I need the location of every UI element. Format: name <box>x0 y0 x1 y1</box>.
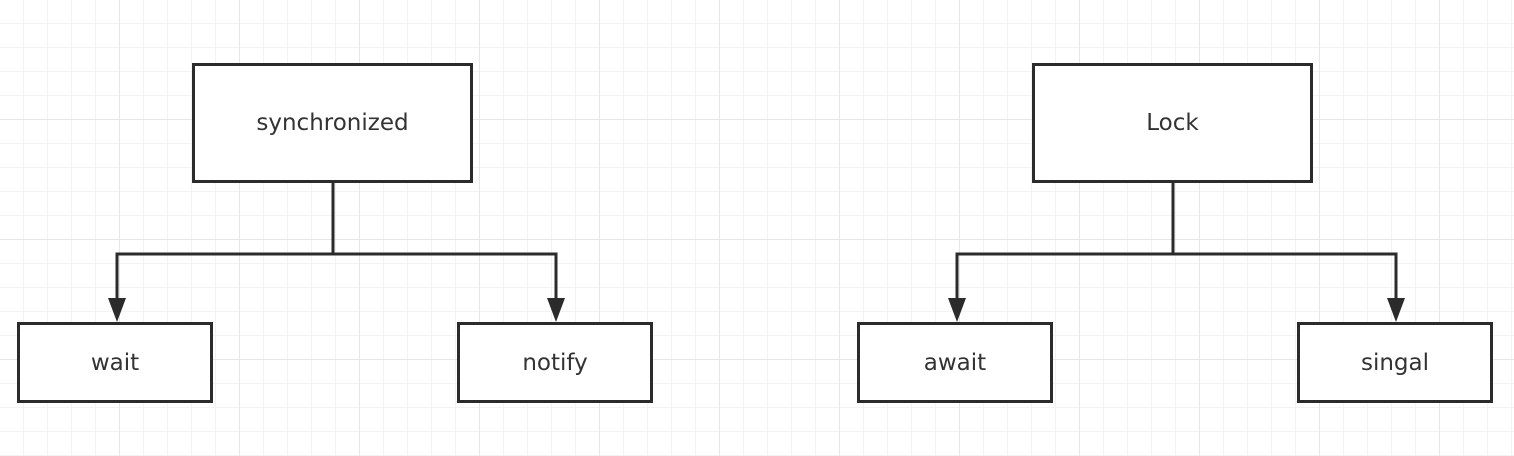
connector-synchronized-to-notify <box>333 252 558 306</box>
node-singal[interactable]: singal <box>1297 322 1493 403</box>
node-label: singal <box>1360 349 1430 376</box>
node-label: synchronized <box>256 110 409 136</box>
node-wait[interactable]: wait <box>17 322 213 403</box>
node-await[interactable]: await <box>857 322 1053 403</box>
node-lock[interactable]: Lock <box>1032 63 1313 183</box>
node-notify[interactable]: notify <box>457 322 653 403</box>
arrowhead-wait <box>108 298 126 322</box>
node-label: Lock <box>1146 110 1199 136</box>
node-label: wait <box>90 349 140 376</box>
arrowhead-notify <box>547 298 565 322</box>
arrowhead-singal <box>1387 298 1405 322</box>
node-synchronized[interactable]: synchronized <box>192 63 473 183</box>
connector-lock-to-singal <box>1173 252 1398 306</box>
connector-lock-to-await <box>955 182 1175 306</box>
node-label: notify <box>522 349 588 376</box>
connector-synchronized-to-wait <box>115 182 335 306</box>
arrowhead-await <box>948 298 966 322</box>
node-label: await <box>923 349 987 376</box>
